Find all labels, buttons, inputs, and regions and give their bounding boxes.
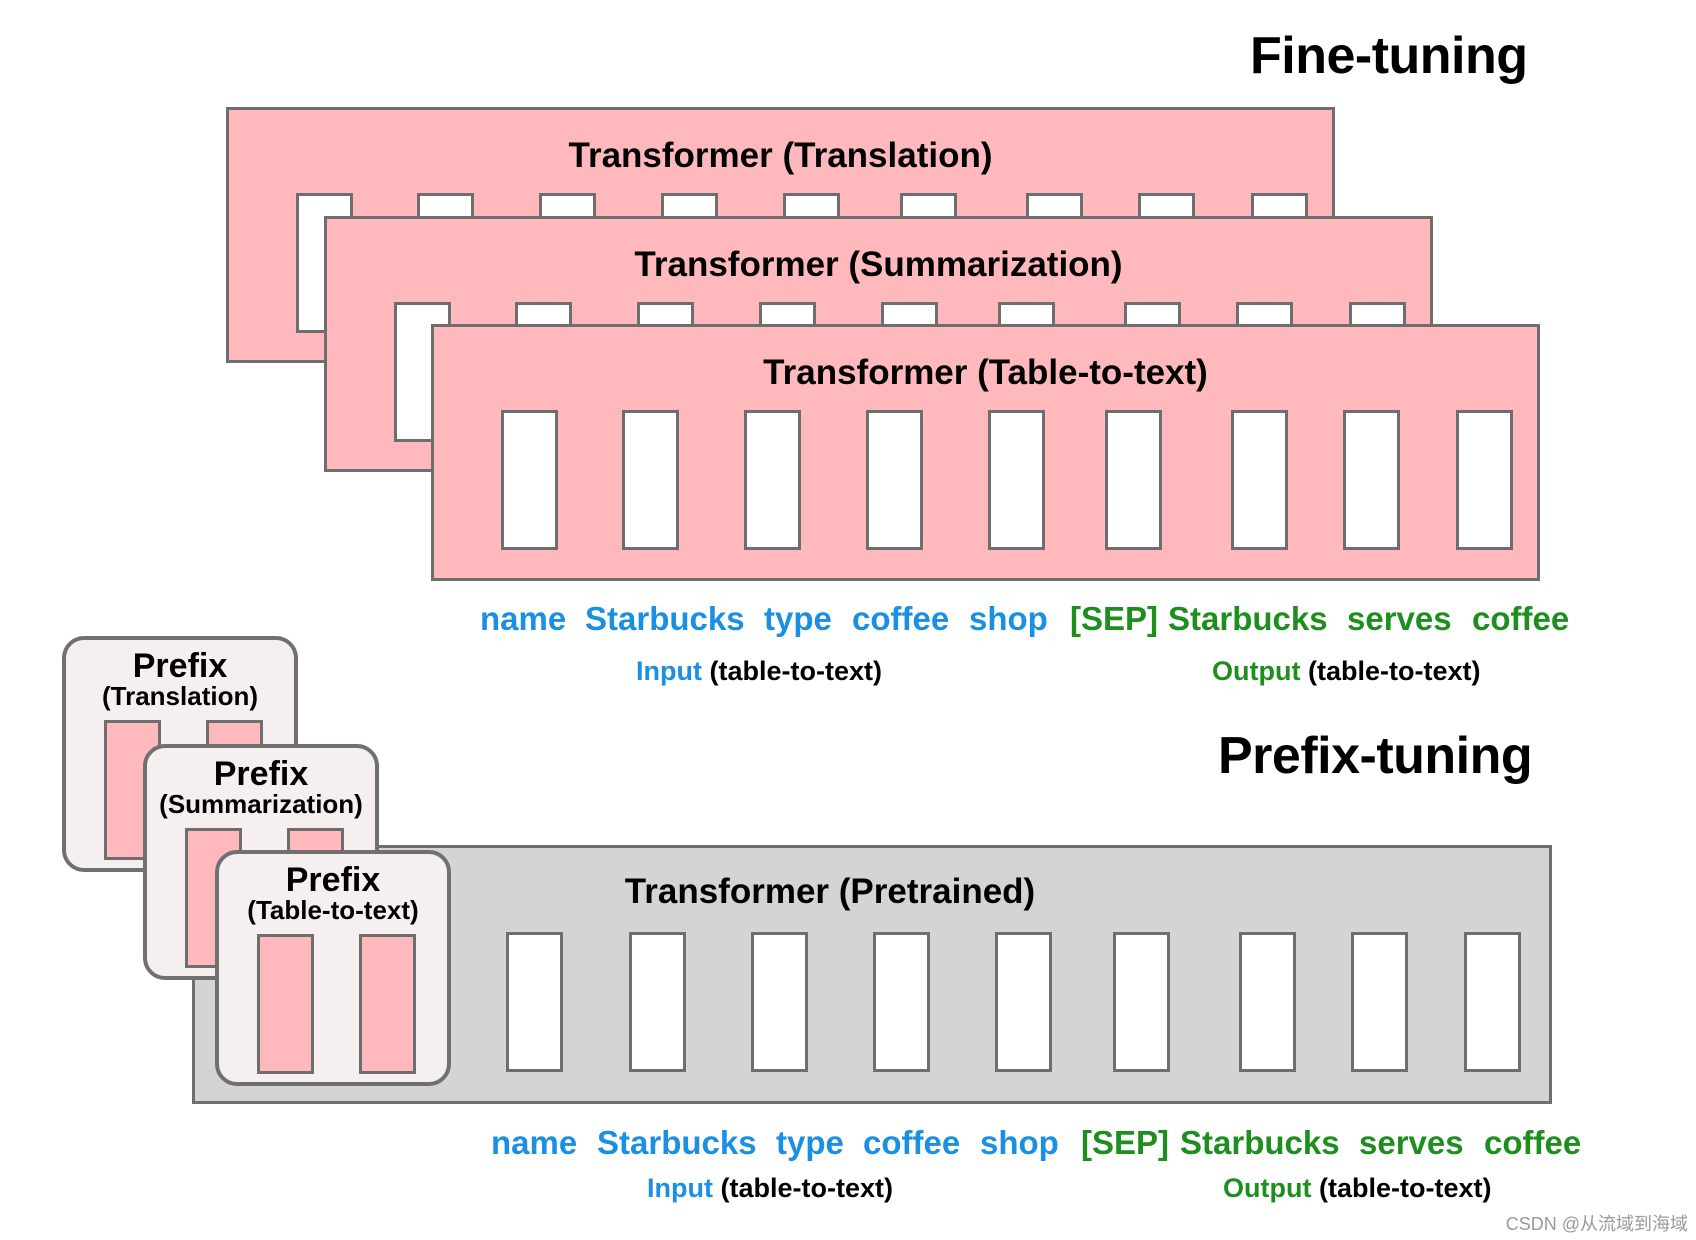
prefix-table-to-text-subtitle: (Table-to-text)	[247, 895, 419, 925]
token-slot	[1113, 932, 1170, 1072]
token-input: Starbucks	[585, 600, 745, 637]
token-output: serves	[1347, 600, 1452, 637]
token-slot	[506, 932, 563, 1072]
token-slot	[744, 410, 801, 550]
token-slot	[629, 932, 686, 1072]
token-slot	[1239, 932, 1296, 1072]
token-input: type	[776, 1124, 844, 1161]
token-slot	[866, 410, 923, 550]
prefix-translation-title: Prefix	[132, 647, 228, 685]
token-slot	[1343, 410, 1400, 550]
input-caption: Input (table-to-text)	[647, 1173, 893, 1204]
token-output: Starbucks	[1168, 600, 1328, 637]
input-caption-word: Input	[647, 1173, 713, 1203]
prefix-table-to-text: Prefix (Table-to-text)	[215, 850, 451, 1086]
transformer-translation-label: Transformer (Translation)	[568, 136, 993, 175]
transformer-pretrained-label: Transformer (Pretrained)	[624, 872, 1036, 911]
output-caption-rest: (table-to-text)	[1318, 1173, 1492, 1203]
prefix-summarization-title: Prefix	[213, 755, 309, 793]
token-output: serves	[1359, 1124, 1464, 1161]
token-slot	[988, 410, 1045, 550]
output-caption: Output (table-to-text)	[1212, 656, 1480, 687]
token-slot	[1456, 410, 1513, 550]
token-slot	[1351, 932, 1408, 1072]
token-output: [SEP]	[1081, 1124, 1170, 1161]
prefix-table-to-text-title: Prefix	[285, 861, 381, 899]
prefix-tuning-title: Prefix-tuning	[1218, 727, 1533, 785]
input-caption-word: Input	[636, 656, 702, 686]
output-caption-rest: (table-to-text)	[1307, 656, 1481, 686]
transformer-table-to-text-label: Transformer (Table-to-text)	[763, 353, 1208, 392]
prefix-slot	[257, 934, 314, 1074]
token-input: name	[480, 600, 567, 637]
token-input: shop	[980, 1124, 1059, 1161]
token-output: coffee	[1472, 600, 1570, 637]
input-caption: Input (table-to-text)	[636, 656, 882, 687]
token-input: type	[764, 600, 832, 637]
prefix-summarization-subtitle: (Summarization)	[159, 789, 363, 819]
token-slot	[751, 932, 808, 1072]
fine-tuning-title: Fine-tuning	[1250, 27, 1528, 85]
token-input: coffee	[852, 600, 950, 637]
prefix-translation-subtitle: (Translation)	[101, 681, 258, 711]
token-output: coffee	[1484, 1124, 1582, 1161]
token-slot	[1464, 932, 1521, 1072]
transformer-summarization-label: Transformer (Summarization)	[634, 245, 1123, 284]
token-output: Starbucks	[1180, 1124, 1340, 1161]
output-caption: Output (table-to-text)	[1223, 1173, 1491, 1204]
token-input: name	[491, 1124, 578, 1161]
token-slot	[1231, 410, 1288, 550]
token-slot	[995, 932, 1052, 1072]
token-input: shop	[969, 600, 1048, 637]
token-slot	[873, 932, 930, 1072]
output-caption-word: Output	[1212, 656, 1301, 686]
token-slot	[501, 410, 558, 550]
token-input: Starbucks	[597, 1124, 757, 1161]
token-output: [SEP]	[1070, 600, 1159, 637]
watermark: CSDN @从流域到海域	[1505, 1214, 1688, 1234]
input-caption-rest: (table-to-text)	[709, 656, 882, 686]
transformer-table-to-text: Transformer (Table-to-text)	[431, 324, 1540, 581]
prefix-slot	[359, 934, 416, 1074]
token-input: coffee	[863, 1124, 961, 1161]
input-caption-rest: (table-to-text)	[720, 1173, 893, 1203]
token-slot	[622, 410, 679, 550]
token-slot	[1105, 410, 1162, 550]
output-caption-word: Output	[1223, 1173, 1312, 1203]
